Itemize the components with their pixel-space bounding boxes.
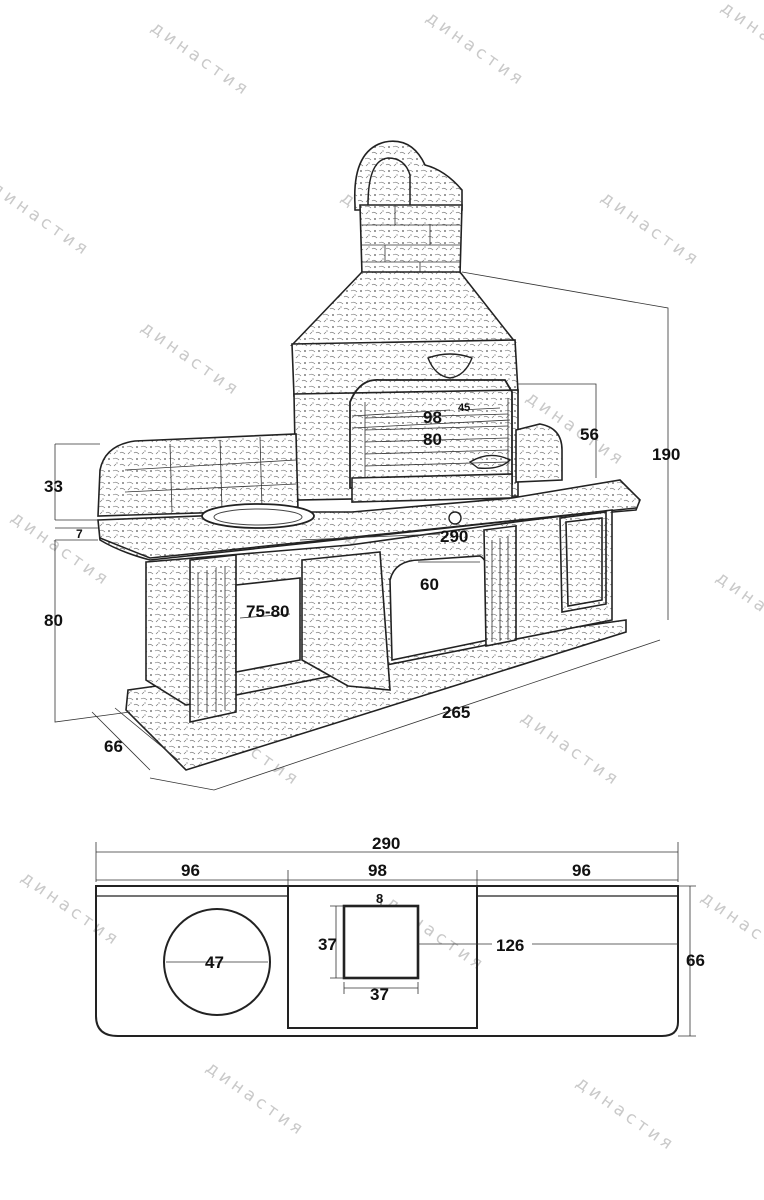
watermark: династия (137, 318, 244, 401)
dim-45: 45 (458, 402, 470, 414)
dim-265: 265 (442, 703, 470, 722)
watermark: династия (597, 188, 704, 271)
plan-dim-126: 126 (496, 936, 524, 955)
dim-190: 190 (652, 445, 680, 464)
hood (290, 271, 517, 346)
plan-worktop (95, 885, 679, 1037)
plan-dim-290: 290 (372, 834, 400, 853)
watermark: династия (712, 568, 764, 651)
watermark: династия (0, 178, 94, 261)
watermark: династия (422, 8, 529, 91)
plan-dim-96-left: 96 (181, 861, 200, 880)
dim-56: 56 (580, 425, 599, 444)
plan-dim-66: 66 (686, 951, 705, 970)
dim-98-opening: 98 (423, 408, 442, 427)
watermark: династия (697, 888, 764, 971)
dim-66-depth: 66 (104, 737, 123, 756)
watermark: династия (717, 0, 764, 81)
grill-opening (349, 379, 513, 489)
watermark: династия (147, 18, 254, 101)
plan-hearth (342, 904, 420, 980)
plan-dim-96-right: 96 (572, 861, 591, 880)
niche (301, 551, 391, 691)
watermark: династия (517, 708, 624, 791)
plan-dim-98: 98 (368, 861, 387, 880)
niche-opening (235, 577, 301, 673)
cabinet-door (559, 511, 607, 613)
dim-7: 7 (76, 527, 83, 541)
dim-60: 60 (420, 575, 439, 594)
dim-33: 33 (44, 477, 63, 496)
backsplash-right (515, 423, 563, 483)
left-leg (189, 554, 237, 723)
watermark: династия (202, 1058, 309, 1141)
watermark: династия (572, 1073, 679, 1156)
sink (201, 503, 315, 529)
perspective-view: 190 56 33 7 80 98 80 45 290 60 75-80 265… (44, 140, 680, 791)
dim-80-height: 80 (44, 611, 63, 630)
hood-band (291, 339, 519, 397)
backsplash-left (97, 433, 299, 517)
plan-dim-37-depth: 37 (318, 935, 337, 954)
dim-80-opening: 80 (423, 430, 442, 449)
chimney-shaft (359, 204, 463, 276)
dim-75-80: 75-80 (246, 602, 289, 621)
plan-dim-47: 47 (205, 953, 224, 972)
chimney-cap (353, 140, 463, 211)
plan-center-section (287, 885, 478, 1029)
plan-dim-37-width: 37 (370, 985, 389, 1004)
plan-view: 290 96 98 96 47 8 37 37 126 66 (95, 834, 705, 1037)
plan-dim-8: 8 (376, 891, 383, 906)
dim-290-top: 290 (440, 527, 468, 546)
worktop (97, 479, 641, 561)
